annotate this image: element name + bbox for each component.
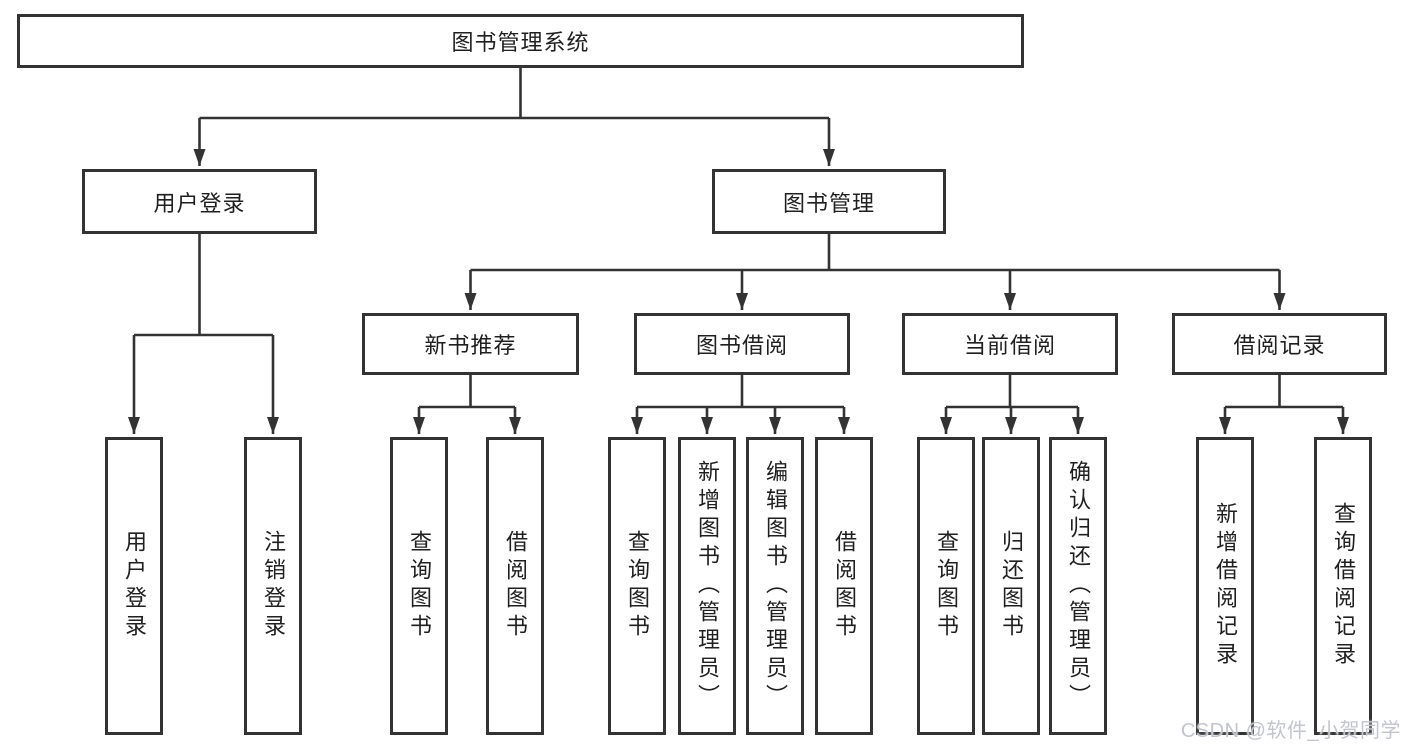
node-label: 新增图书（管理员）	[695, 460, 720, 712]
node-label: 借阅图书	[832, 530, 857, 642]
node-new-book-recommend: 新书推荐	[362, 313, 579, 375]
node-label: 归还图书	[999, 530, 1024, 642]
node-borrow-records: 借阅记录	[1172, 313, 1387, 375]
node-label: 查询图书	[407, 530, 432, 642]
node-label: 图书管理系统	[451, 30, 590, 55]
node-library-management-system: 图书管理系统	[17, 14, 1024, 68]
node-book-management: 图书管理	[712, 169, 946, 234]
node-label: 图书借阅	[695, 333, 788, 358]
leaf-borrow-books: 借阅图书	[815, 437, 873, 735]
leaf-borrow-books: 借阅图书	[486, 437, 544, 735]
leaf-query-borrow-record: 查询借阅记录	[1314, 437, 1372, 735]
node-label: 用户登录	[122, 530, 147, 642]
node-label: 注销登录	[261, 530, 286, 642]
leaf-query-books: 查询图书	[390, 437, 448, 735]
leaf-query-books: 查询图书	[917, 437, 975, 735]
node-label: 查询图书	[934, 530, 959, 642]
node-label: 用户登录	[153, 190, 246, 216]
leaf-edit-books-admin: 编辑图书（管理员）	[746, 437, 804, 735]
node-label: 图书管理	[782, 190, 875, 216]
leaf-confirm-return-admin: 确认归还（管理员）	[1049, 437, 1107, 735]
leaf-add-books-admin: 新增图书（管理员）	[678, 437, 736, 735]
leaf-return-books: 归还图书	[982, 437, 1040, 735]
node-label: 借阅记录	[1233, 333, 1326, 358]
node-label: 编辑图书（管理员）	[763, 460, 788, 712]
node-label: 新增借阅记录	[1213, 502, 1238, 670]
node-user-login: 用户登录	[82, 169, 317, 234]
node-current-borrow: 当前借阅	[902, 313, 1118, 375]
leaf-logout: 注销登录	[244, 437, 302, 735]
node-label: 当前借阅	[963, 333, 1056, 358]
node-label: 借阅图书	[503, 530, 528, 642]
node-book-borrow: 图书借阅	[634, 313, 850, 375]
leaf-query-books: 查询图书	[608, 437, 666, 735]
leaf-add-borrow-record: 新增借阅记录	[1196, 437, 1254, 735]
node-label: 新书推荐	[424, 333, 517, 358]
leaf-user-login: 用户登录	[105, 437, 163, 735]
node-label: 确认归还（管理员）	[1066, 460, 1091, 712]
csdn-watermark: CSDN @软件_小贺同学	[1180, 720, 1401, 742]
node-label: 查询图书	[625, 530, 650, 642]
node-label: 查询借阅记录	[1331, 502, 1356, 670]
